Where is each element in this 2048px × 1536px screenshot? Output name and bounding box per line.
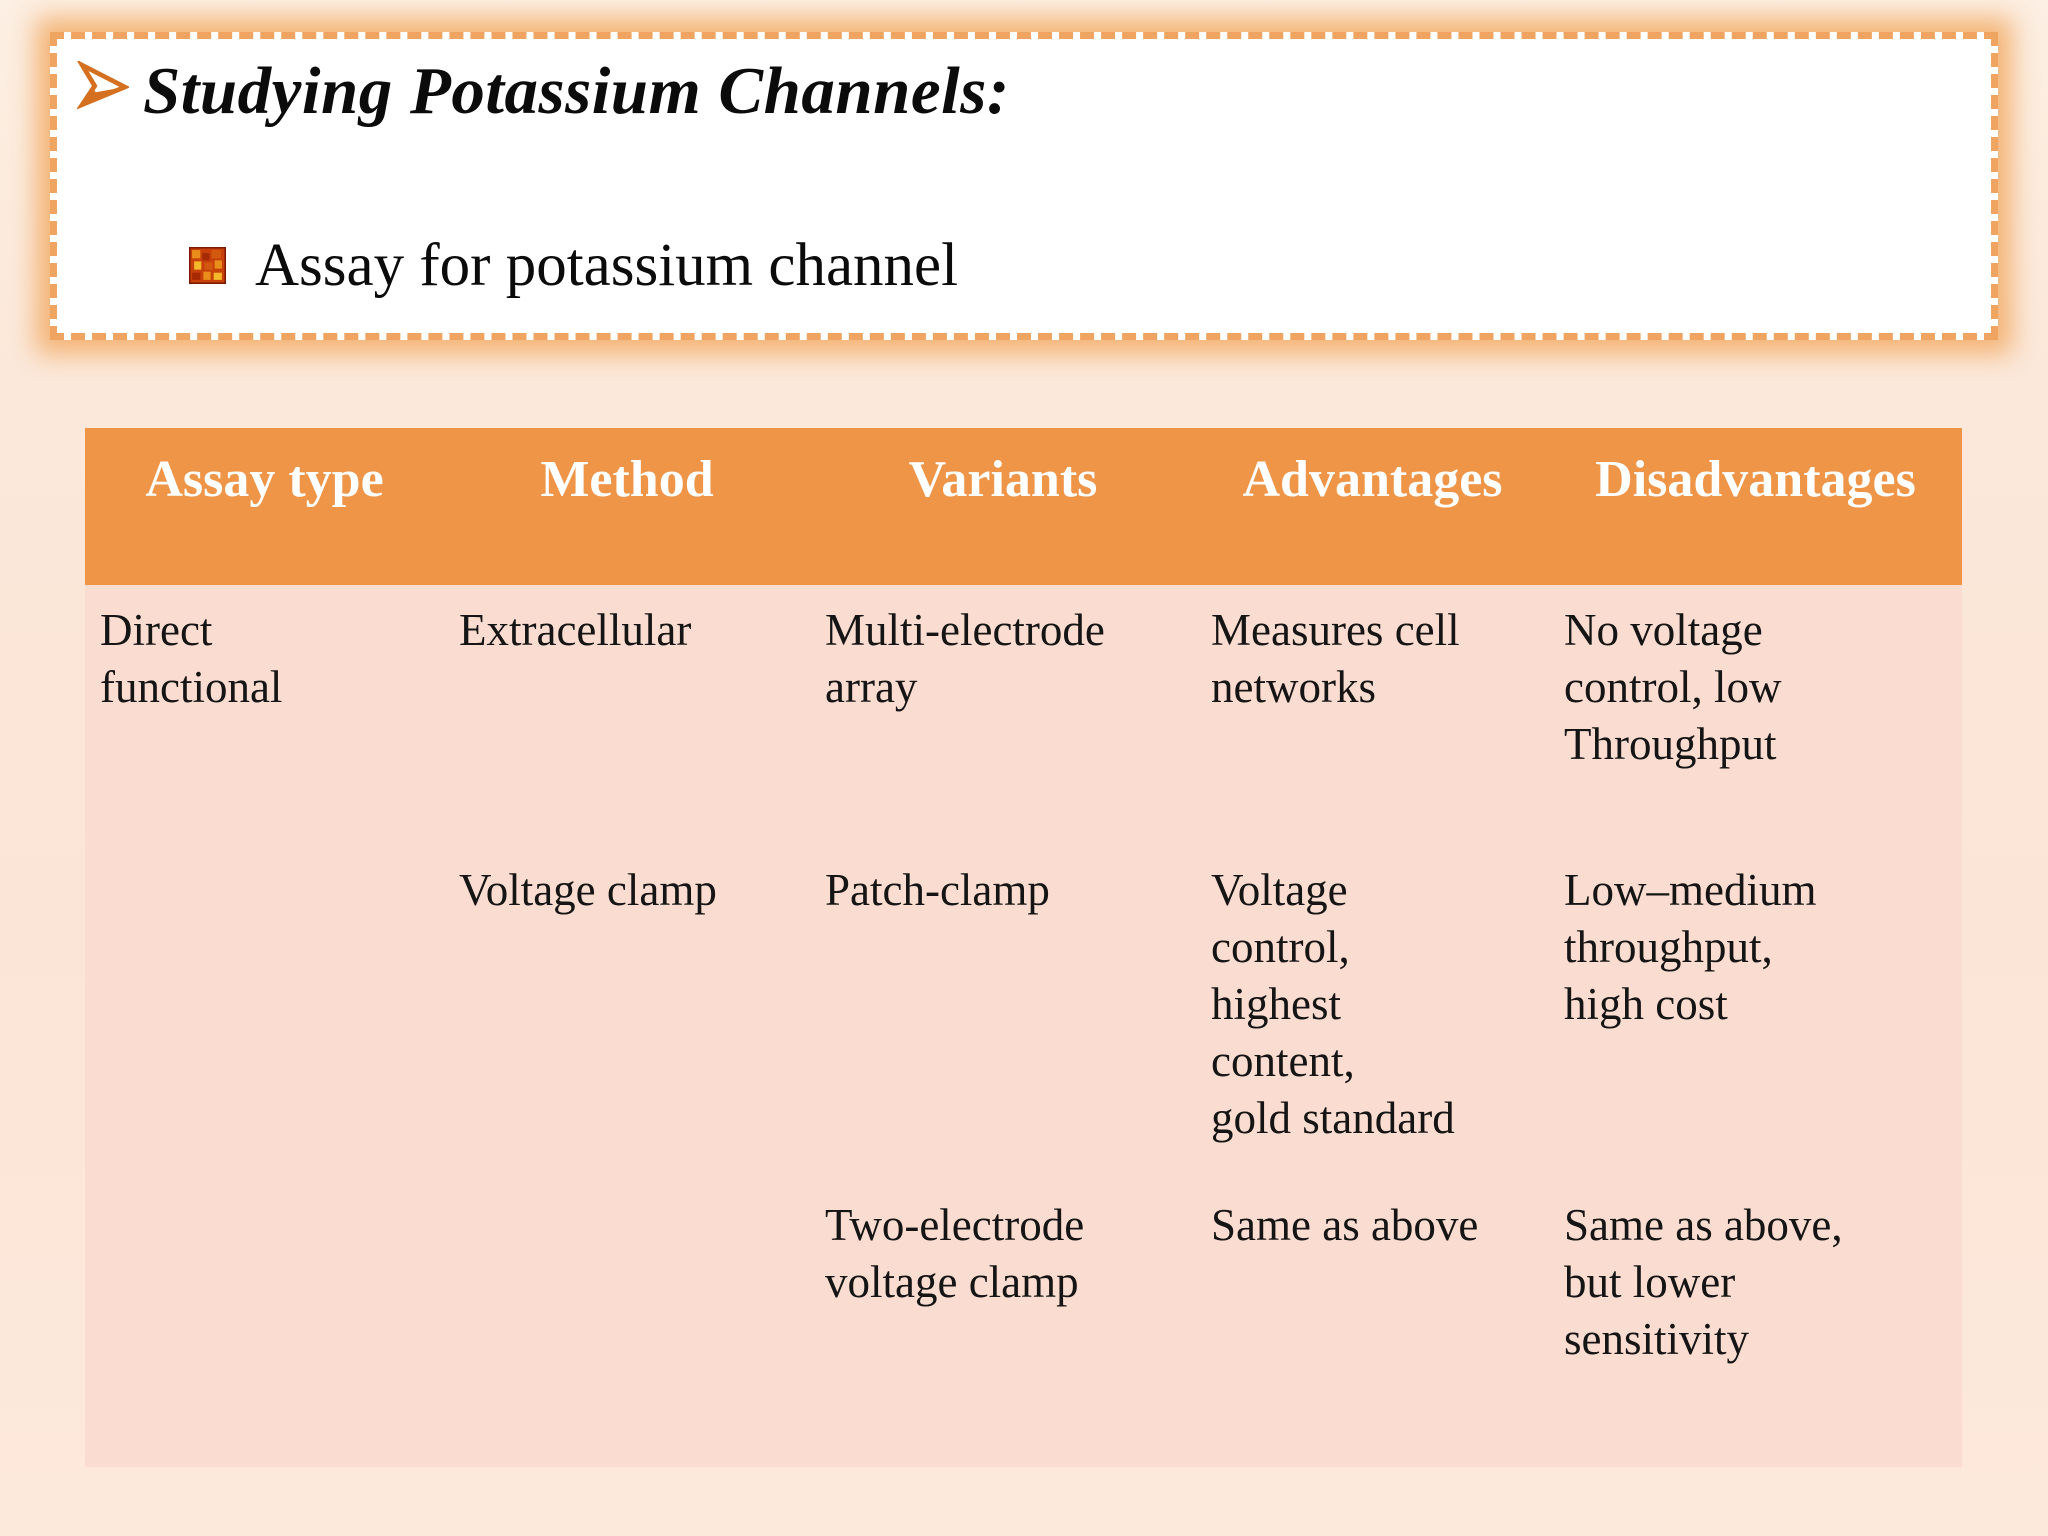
table-cell-r1-method: Voltage clamp — [459, 865, 717, 915]
table-header-assay-type: Assay type — [85, 428, 444, 585]
table-cell-r1-advantages: Voltage control, highest content, gold s… — [1211, 865, 1455, 1143]
arrow-right-icon — [77, 61, 129, 110]
sub-bullet-label: Assay for potassium channel — [255, 232, 959, 299]
table-cell-r1-disadvantages: Low–medium throughput, high cost — [1564, 865, 1817, 1029]
table-cell-r0-assay-type: Direct functional — [100, 605, 283, 712]
table-cell-r0-disadvantages: No voltage control, low Throughput — [1564, 605, 1782, 769]
table-cell-r2-variants: Two-electrode voltage clamp — [825, 1200, 1085, 1307]
table-cell-r2-disadvantages: Same as above, but lower sensitivity — [1564, 1200, 1843, 1364]
slide-title: Studying Potassium Channels: — [143, 54, 1010, 128]
assay-table: Assay type Method Variants Advantages Di… — [85, 428, 1962, 1467]
table-header-advantages: Advantages — [1196, 428, 1549, 585]
table-header-method: Method — [444, 428, 810, 585]
table-cell-r2-method — [444, 1180, 810, 1467]
table-cell-r0-variants: Multi-electrode array — [825, 605, 1105, 712]
table-header-disadvantages: Disadvantages — [1549, 428, 1962, 585]
table-cell-r2-assay-type — [85, 1180, 444, 1467]
table-cell-r1-variants: Patch-clamp — [825, 865, 1050, 915]
table-cell-r0-method: Extracellular — [459, 605, 692, 655]
title-box: Studying Potassium Channels: Assay for p… — [50, 32, 1998, 340]
mosaic-square-icon — [189, 247, 226, 284]
table-cell-r1-assay-type — [85, 845, 444, 1180]
table-cell-r0-advantages: Measures cell networks — [1211, 605, 1460, 712]
table-header-variants: Variants — [810, 428, 1196, 585]
table-cell-r2-advantages: Same as above — [1211, 1200, 1479, 1250]
sub-bullet-row: Assay for potassium channel — [189, 231, 958, 301]
